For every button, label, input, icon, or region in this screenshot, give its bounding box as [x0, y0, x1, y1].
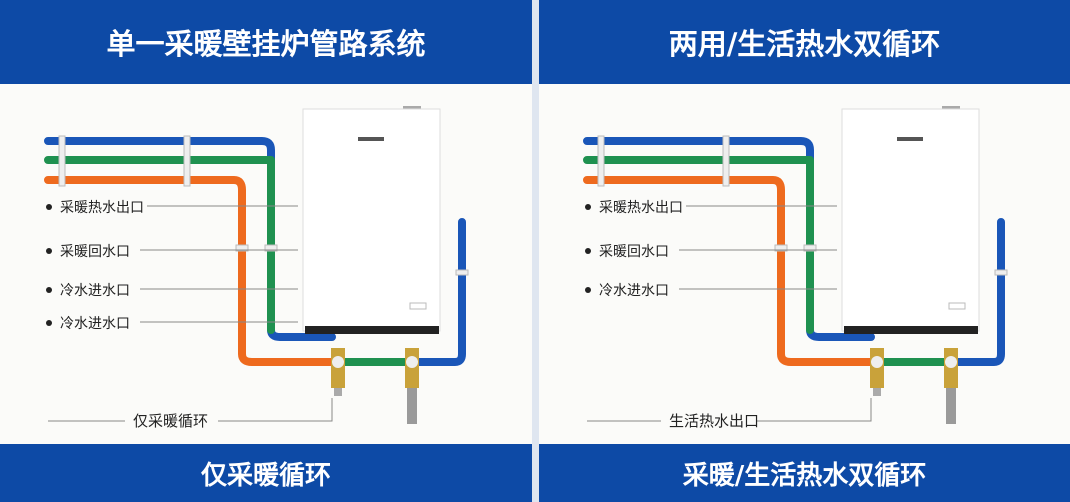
label-heating-return: 采暖回水口	[585, 241, 669, 261]
panel-title: 单一采暖壁挂炉管路系统	[0, 0, 532, 84]
orange-pipe	[44, 176, 336, 366]
panel-footer: 采暖/生活热水双循环	[539, 444, 1070, 502]
leader-lines	[140, 205, 298, 323]
leader-lines	[679, 205, 837, 290]
orange-pipe	[583, 176, 875, 366]
label-cold-inlet-2: 冷水进水口	[46, 313, 130, 333]
label-cold-inlet: 冷水进水口	[585, 280, 669, 300]
bottom-label: 生活热水出口	[669, 412, 760, 430]
panel-title: 两用/生活热水双循环	[539, 0, 1070, 84]
valves	[331, 348, 419, 424]
dual-circuit-panel: 两用/生活热水双循环	[539, 0, 1070, 502]
panel-footer: 仅采暖循环	[0, 444, 532, 502]
valves	[870, 348, 958, 424]
pipe-diagram	[44, 106, 469, 424]
label-heating-outlet: 采暖热水出口	[585, 197, 683, 217]
blue-return-pipe	[953, 218, 1005, 366]
label-heating-return: 采暖回水口	[46, 241, 130, 261]
blue-return-pipe	[414, 218, 466, 366]
label-cold-inlet: 冷水进水口	[46, 280, 130, 300]
wall-boiler	[841, 106, 980, 334]
single-heating-panel: 单一采暖壁挂炉管路系统	[0, 0, 532, 502]
pipe-clips	[597, 135, 1008, 276]
pipe-diagram	[583, 106, 1008, 424]
wall-boiler	[302, 106, 441, 334]
label-heating-outlet: 采暖热水出口	[46, 197, 144, 217]
bottom-label: 仅采暖循环	[133, 412, 209, 430]
pipe-clips	[58, 135, 469, 276]
